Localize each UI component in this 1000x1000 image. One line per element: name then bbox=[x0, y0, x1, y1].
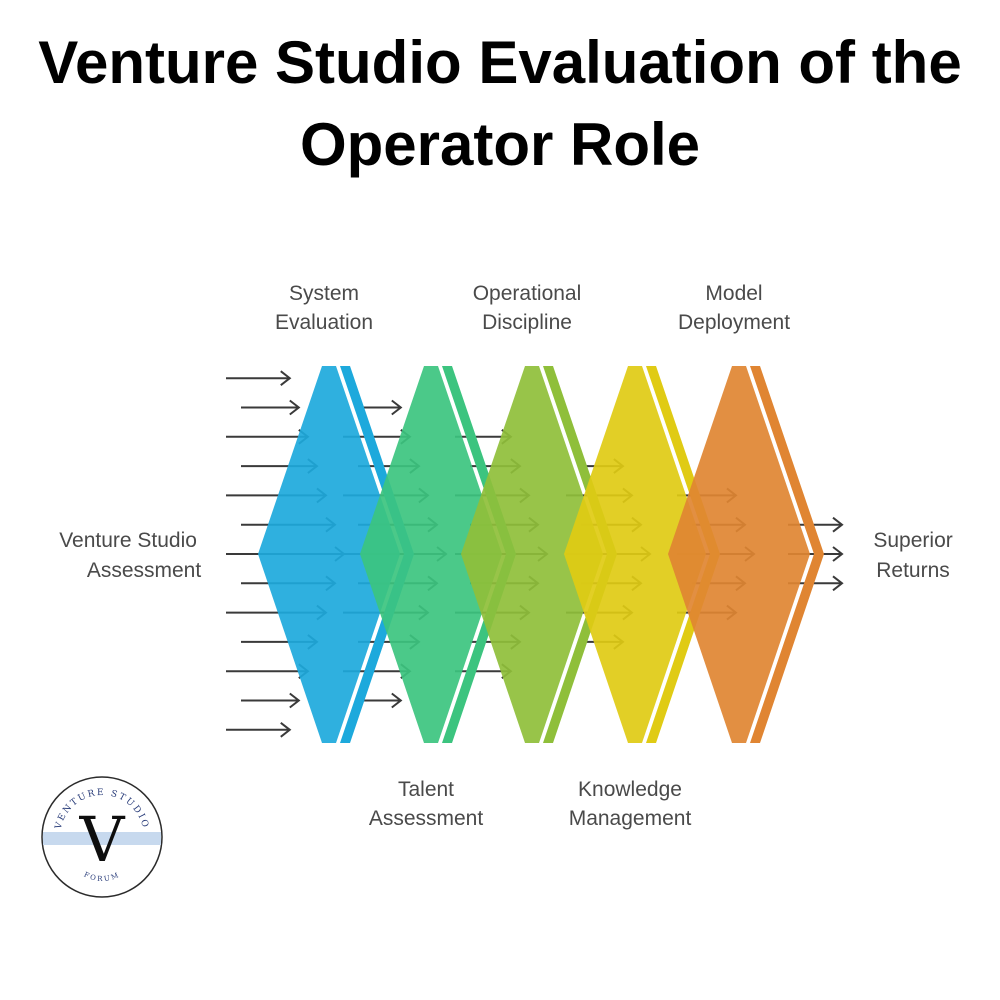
input-label: Venture Studio Assessment bbox=[59, 529, 203, 582]
flow-arrow bbox=[358, 692, 403, 709]
flow-arrow-head bbox=[391, 692, 403, 709]
stage-label-line: Model bbox=[705, 282, 762, 305]
stage-body bbox=[668, 366, 810, 743]
stage-chevron-1 bbox=[258, 366, 414, 743]
stage-label-line: Knowledge bbox=[578, 778, 682, 801]
flow-arrow-head bbox=[391, 399, 403, 416]
stage-chevron-2 bbox=[360, 366, 516, 743]
stage-label-line: Operational bbox=[473, 282, 582, 305]
stage-label-line: Assessment bbox=[369, 807, 484, 830]
labels-layer: Venture Studio Assessment Superior Retur… bbox=[59, 282, 958, 830]
flow-arrow-head bbox=[832, 516, 844, 533]
venture-studio-forum-logo: VENTURE STUDIO V FORUM bbox=[41, 776, 163, 898]
stage-body bbox=[461, 366, 603, 743]
output-label-line-2: Returns bbox=[876, 559, 950, 582]
page-title: Venture Studio Evaluation of the Operato… bbox=[38, 29, 962, 178]
stage-chevron-3 bbox=[461, 366, 617, 743]
output-label-line-1: Superior bbox=[873, 529, 952, 552]
stage-label-line: Management bbox=[569, 807, 692, 830]
stage-chevron-5 bbox=[668, 366, 824, 743]
output-label: Superior Returns bbox=[873, 529, 958, 582]
flow-arrow bbox=[226, 663, 310, 679]
input-label-line-1: Venture Studio bbox=[59, 529, 197, 552]
stage-chevron-4 bbox=[564, 366, 720, 743]
flow-arrow bbox=[226, 370, 292, 386]
flow-arrow-head bbox=[280, 722, 292, 738]
flow-arrow bbox=[226, 722, 292, 738]
flow-arrow bbox=[241, 399, 301, 416]
stage-label-line: Evaluation bbox=[275, 311, 373, 334]
stages-layer bbox=[258, 366, 824, 743]
input-label-line-2: Assessment bbox=[87, 559, 202, 582]
stage-body bbox=[360, 366, 502, 743]
stage-body bbox=[258, 366, 400, 743]
stage-label-line: Talent bbox=[398, 778, 454, 801]
flow-arrow-head bbox=[280, 370, 292, 386]
flow-arrow bbox=[241, 692, 301, 709]
stage-label-line: Deployment bbox=[678, 311, 790, 334]
flow-arrow bbox=[226, 429, 310, 445]
logo-letter: V bbox=[79, 803, 126, 876]
flow-arrow-head bbox=[832, 575, 844, 592]
flow-arrow-head bbox=[289, 399, 301, 416]
flow-arrow-head bbox=[832, 546, 844, 562]
stage-label-line: System bbox=[289, 282, 359, 305]
flow-arrow-head bbox=[289, 692, 301, 709]
logo-band bbox=[43, 832, 161, 845]
flow-arrow bbox=[358, 399, 403, 416]
stage-body bbox=[564, 366, 706, 743]
stage-label-line: Discipline bbox=[482, 311, 572, 334]
